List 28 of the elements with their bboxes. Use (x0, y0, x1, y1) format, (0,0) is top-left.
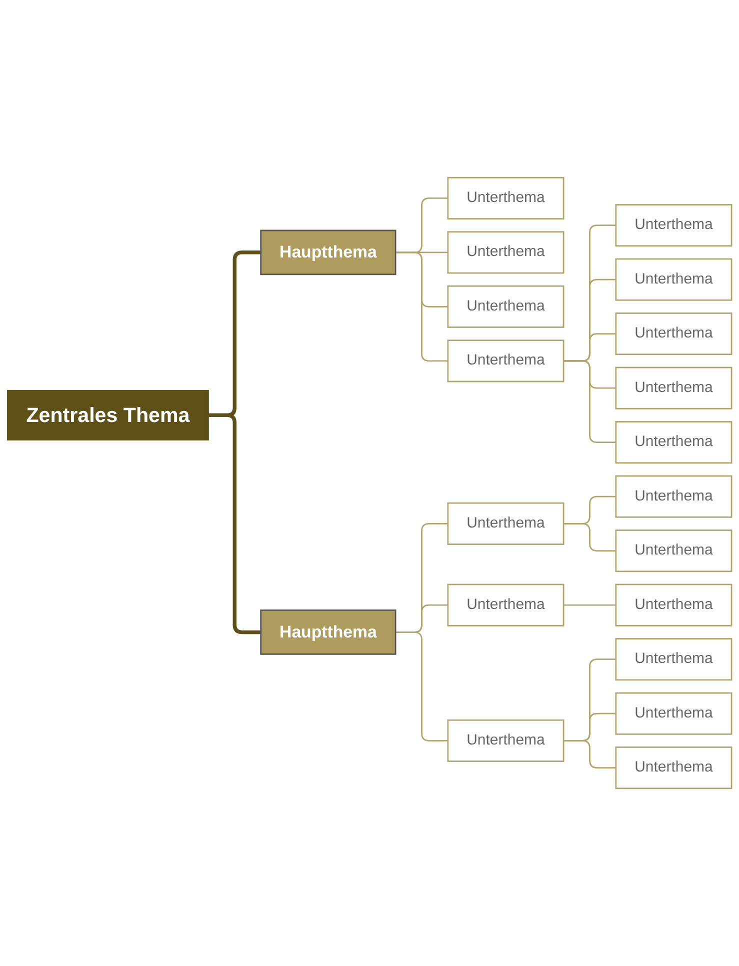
subtopic-box: Unterthema (615, 204, 732, 247)
connector-line (396, 252, 448, 362)
main-topic-box: Hauptthema (260, 230, 396, 276)
connector-line (564, 360, 616, 444)
connector-line (564, 522, 616, 552)
subtopic-box: Unterthema (615, 638, 732, 681)
subtopic-box: Unterthema (615, 421, 732, 464)
subtopic-box: Unterthema (615, 258, 732, 301)
connector-line (564, 740, 616, 769)
subtopic-box: Unterthema (447, 340, 564, 382)
subtopic-box: Unterthema (447, 285, 564, 328)
subtopic-box: Unterthema (615, 366, 732, 410)
subtopic-box: Unterthema (615, 584, 732, 626)
subtopic-box: Unterthema (615, 475, 732, 518)
connector-line (564, 604, 616, 606)
central-topic-box: Zentrales Thema (7, 390, 209, 440)
connector-line (396, 632, 448, 742)
subtopic-box: Unterthema (447, 584, 564, 626)
subtopic-box: Unterthema (615, 746, 732, 790)
main-topic-box: Hauptthema (260, 610, 396, 655)
subtopic-box: Unterthema (447, 502, 564, 545)
subtopic-box: Unterthema (615, 692, 732, 735)
subtopic-box: Unterthema (447, 231, 564, 274)
subtopic-box: Unterthema (615, 312, 732, 356)
subtopic-box: Unterthema (615, 530, 732, 572)
subtopic-box: Unterthema (447, 719, 564, 762)
subtopic-box: Unterthema (447, 176, 564, 220)
connector-line (208, 413, 261, 634)
